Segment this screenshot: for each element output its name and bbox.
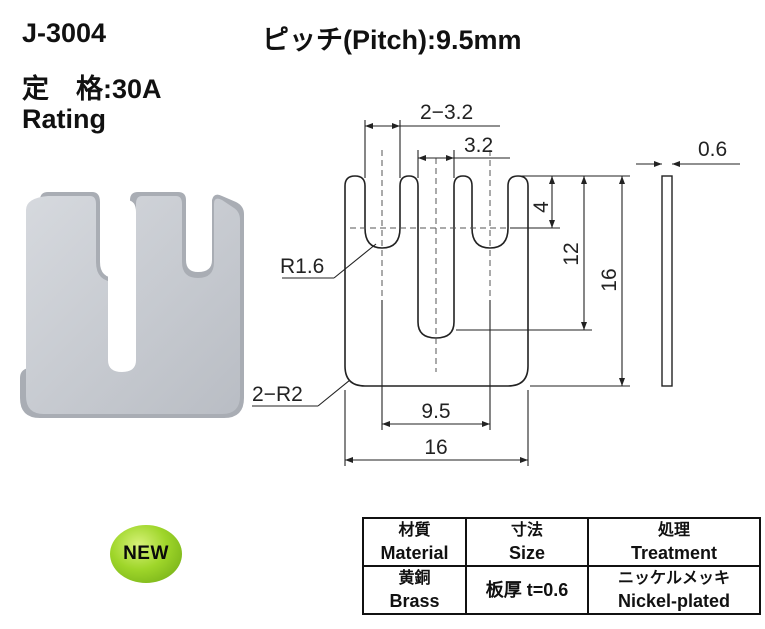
rating-label-en: Rating xyxy=(22,104,106,134)
spec-table-header-row: 材質 Material 寸法 Size 処理 Treatment xyxy=(362,517,761,567)
new-badge-label: NEW xyxy=(123,543,169,564)
dim-label-pitch: 9.5 xyxy=(421,400,450,423)
dim-label-width: 16 xyxy=(424,436,447,459)
model-number: J-3004 xyxy=(22,18,107,48)
rating-label-jp: 定 格:30A xyxy=(22,74,162,104)
dim-label-height: 16 xyxy=(598,268,621,291)
dim-label-corner-radius: 2−R2 xyxy=(252,383,303,406)
header-material: 材質 Material xyxy=(362,517,467,567)
header-size: 寸法 Size xyxy=(465,517,589,567)
dim-label-slot-pitch: 2−3.2 xyxy=(420,101,473,124)
dim-label-slot-radius: R1.6 xyxy=(280,255,324,278)
jumper-plate-illustration xyxy=(20,192,244,418)
new-badge: NEW xyxy=(110,525,182,583)
pitch-label: ピッチ(Pitch):9.5mm xyxy=(262,25,522,55)
dim-label-short-slot: 4 xyxy=(530,201,553,213)
cell-material: 黄銅 Brass xyxy=(362,565,467,615)
dim-label-thickness: 0.6 xyxy=(698,138,727,161)
dimension-lines xyxy=(252,120,740,466)
dim-label-long-slot: 12 xyxy=(560,242,583,265)
spec-table-row: 黄銅 Brass 板厚 t=0.6 ニッケルメッキ Nickel-plated xyxy=(362,565,761,615)
spec-table: 材質 Material 寸法 Size 処理 Treatment 黄銅 Bras… xyxy=(362,517,761,615)
cell-treatment: ニッケルメッキ Nickel-plated xyxy=(587,565,761,615)
dim-label-slot-width: 3.2 xyxy=(464,134,493,157)
dimension-arrows xyxy=(345,123,680,463)
side-view-drawing xyxy=(661,175,673,387)
front-view-drawing xyxy=(344,175,529,387)
header-treatment: 処理 Treatment xyxy=(587,517,761,567)
cell-size: 板厚 t=0.6 xyxy=(465,565,589,615)
